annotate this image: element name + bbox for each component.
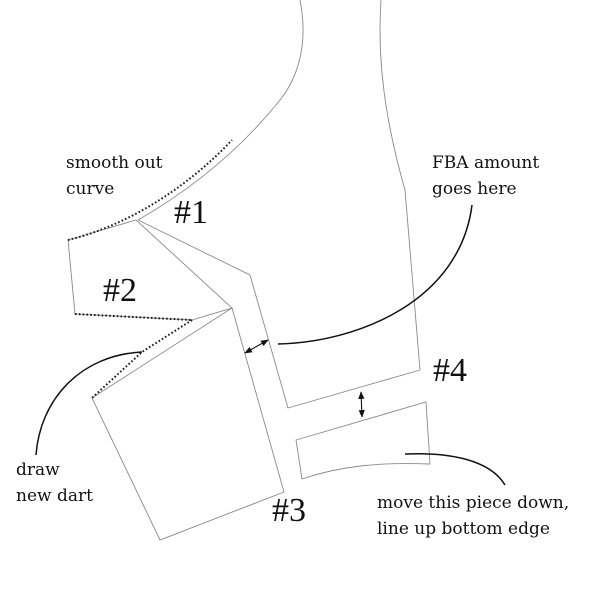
move-piece-note: move this piece down, line up bottom edge (377, 490, 569, 542)
piece-3-label: #3 (272, 492, 306, 529)
smooth-curve-note: smooth out curve (66, 150, 163, 202)
fba-note-line2: goes here (432, 179, 517, 199)
piece-3-outline (91, 307, 285, 541)
smoothed-curve-line (67, 139, 233, 241)
new-dart-line-top (74, 313, 193, 321)
move-leader-line (404, 452, 506, 486)
new-dart-note-line2: new dart (16, 486, 93, 506)
piece-4-move-arrow (358, 391, 365, 418)
smooth-curve-note-line2: curve (66, 179, 115, 199)
fba-gap-arrow (244, 339, 269, 354)
new-dart-note: draw new dart (16, 457, 93, 509)
new-dart-note-line1: draw (16, 460, 60, 480)
move-piece-note-line1: move this piece down, (377, 493, 570, 513)
piece-2-outline (67, 219, 233, 321)
fba-note: FBA amount goes here (432, 150, 539, 202)
piece-4-label: #4 (433, 352, 467, 389)
piece-4-outline (295, 401, 431, 480)
bodice-armhole-edge (137, 0, 304, 221)
piece-1-outline (137, 219, 421, 409)
dart-leader-line (35, 351, 143, 456)
fba-note-line1: FBA amount (432, 153, 540, 173)
bodice-side-seam (379, 0, 421, 371)
move-piece-note-line2: line up bottom edge (377, 519, 550, 539)
smooth-curve-note-line1: smooth out (66, 153, 163, 173)
piece-2-label: #2 (103, 272, 137, 309)
piece-1-label: #1 (174, 194, 208, 231)
new-dart-line-side (91, 319, 193, 399)
fba-leader-line (277, 204, 473, 345)
